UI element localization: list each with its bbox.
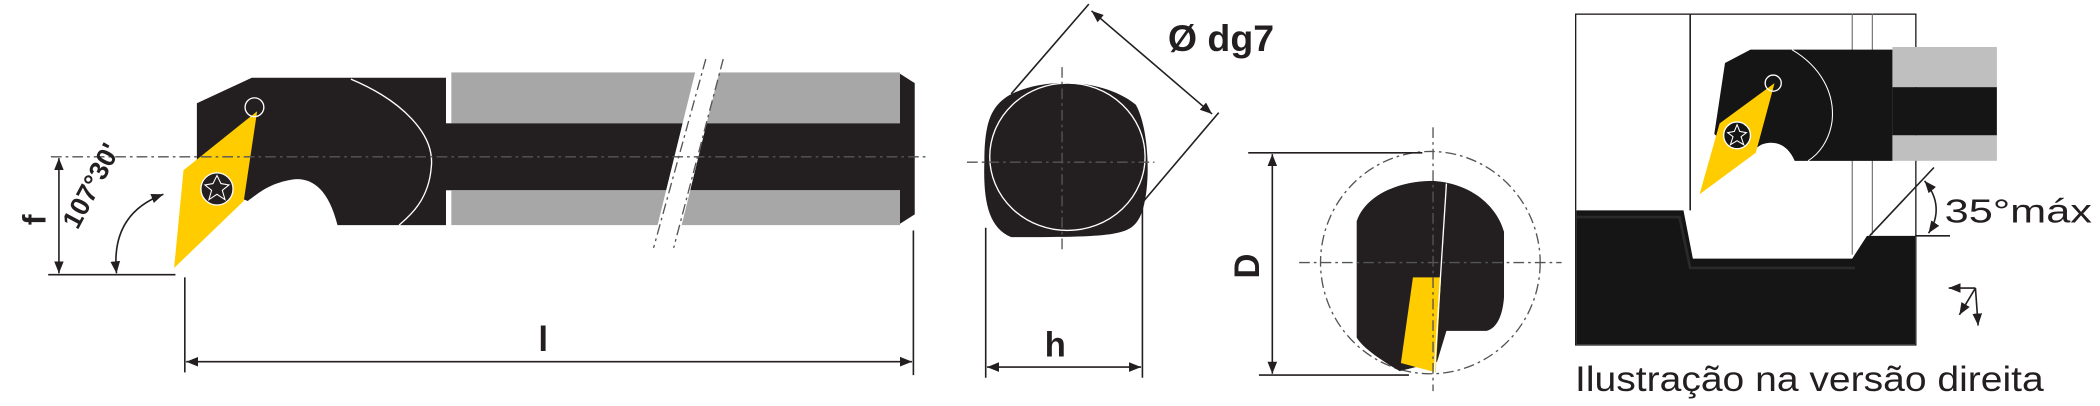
insert-hole xyxy=(244,97,265,118)
insert-hole xyxy=(1764,74,1782,92)
max-angle-label: 35°máx xyxy=(1945,193,2093,230)
l-label: l xyxy=(538,320,548,359)
section-edge xyxy=(1576,215,1855,270)
shank-end xyxy=(900,73,915,224)
head-contour xyxy=(1791,49,1833,162)
diameter-extension xyxy=(1010,3,1090,95)
head-section xyxy=(1356,180,1505,372)
shank-circle xyxy=(989,82,1146,232)
shank-top-flat xyxy=(1892,46,1997,88)
right-hand-illustration: 35°máx Ilustração na versão direita xyxy=(1575,13,2092,399)
torx-screw-icon xyxy=(200,172,234,206)
shank-bottom-flat xyxy=(1892,135,1997,161)
bore-view: D xyxy=(1228,127,1562,392)
shank-section xyxy=(984,82,1148,238)
caption: Ilustração na versão direita xyxy=(1575,360,2044,399)
side-view: f 107°30' l xyxy=(17,58,929,376)
chamfer-line xyxy=(1869,166,1935,237)
feed-direction-icon xyxy=(1948,283,1983,326)
diameter-label: Ø dg7 xyxy=(1168,17,1274,59)
shank-top-flat xyxy=(451,72,900,124)
D-label: D xyxy=(1228,254,1267,279)
shank-core xyxy=(1892,87,1997,136)
max-angle-arc xyxy=(1923,180,1940,234)
diameter-dimension-line xyxy=(1090,10,1213,115)
end-view: Ø dg7 h xyxy=(966,3,1274,378)
workpiece-section xyxy=(1576,210,1916,345)
insert xyxy=(1400,277,1442,373)
cutting-edge-line xyxy=(1433,183,1448,373)
torx-screw-icon xyxy=(1722,121,1752,150)
break-gap xyxy=(656,67,721,231)
head-contour xyxy=(350,78,433,226)
angle-label: 107°30' xyxy=(56,138,125,233)
diameter-extension xyxy=(1143,112,1220,202)
f-label: f xyxy=(17,214,53,225)
angle-arc xyxy=(110,193,164,274)
h-label: h xyxy=(1045,325,1066,364)
